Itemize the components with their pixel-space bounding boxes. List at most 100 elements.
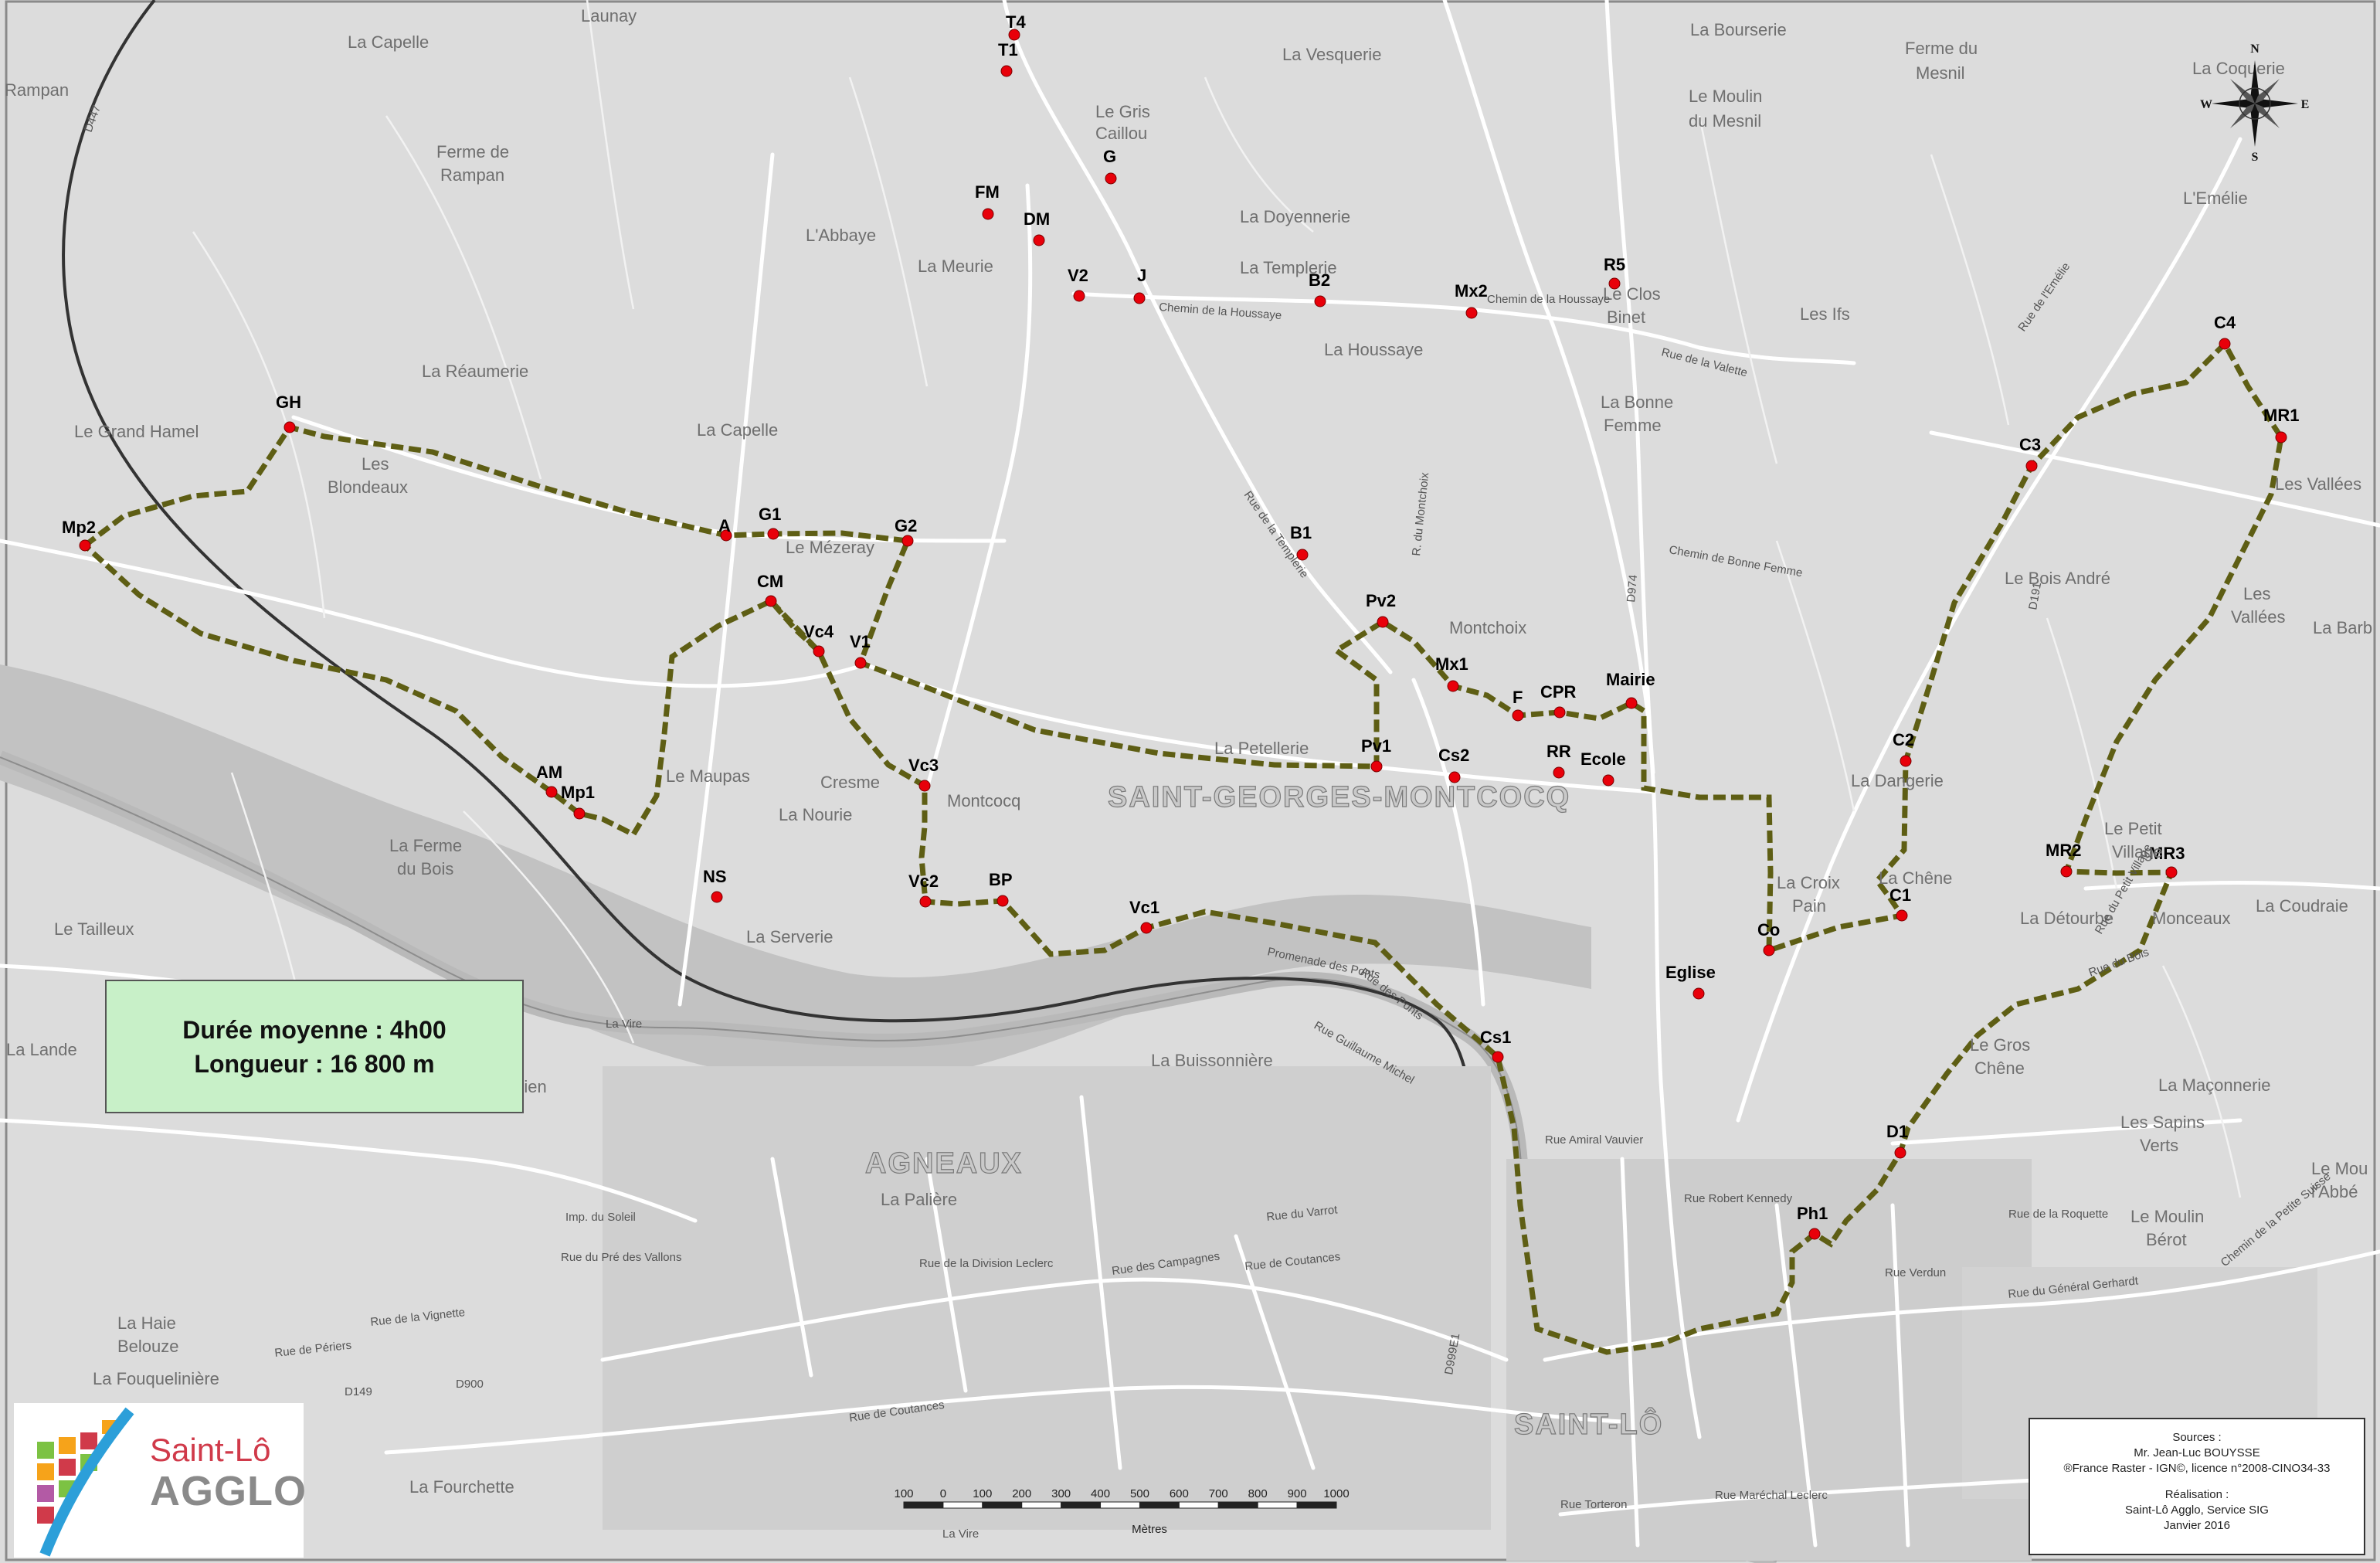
waypoint-marker-vc3[interactable] bbox=[918, 780, 931, 792]
waypoint-marker-g[interactable] bbox=[1105, 172, 1117, 185]
place-label: Launay bbox=[581, 6, 637, 25]
waypoint-marker-gh[interactable] bbox=[283, 421, 296, 433]
road-label: Rue Verdun bbox=[1885, 1266, 1946, 1279]
waypoint-marker-v1[interactable] bbox=[854, 657, 867, 669]
compass-needle-east bbox=[2255, 99, 2298, 108]
hiking-route-main-loop[interactable] bbox=[80, 339, 2284, 1355]
valley-woodland bbox=[0, 664, 1591, 1084]
waypoint-marker-c4[interactable] bbox=[2219, 338, 2231, 350]
place-label: Vallées bbox=[2231, 607, 2286, 627]
waypoint-label-b1: B1 bbox=[1290, 523, 1312, 542]
waypoint-label-fm: FM bbox=[975, 182, 1000, 202]
place-label: La Dangerie bbox=[1851, 771, 1944, 790]
waypoint-marker-vc2[interactable] bbox=[919, 895, 932, 908]
compass-needle-ne bbox=[2255, 79, 2280, 104]
waypoint-label-g1: G1 bbox=[759, 505, 781, 524]
waypoint-marker-am[interactable] bbox=[545, 786, 558, 798]
waypoint-marker-r5[interactable] bbox=[1608, 277, 1621, 290]
waypoint-marker-a[interactable] bbox=[720, 529, 732, 542]
route-length: Longueur : 16 800 m bbox=[194, 1049, 435, 1078]
scale-segment bbox=[1021, 1501, 1062, 1509]
realisation-org: Saint-Lô Agglo, Service SIG bbox=[2125, 1504, 2269, 1517]
waypoint-marker-cpr[interactable] bbox=[1553, 706, 1566, 719]
waypoint-marker-co[interactable] bbox=[1763, 944, 1775, 956]
waypoint-marker-g1[interactable] bbox=[767, 528, 779, 540]
waypoint-marker-vc1[interactable] bbox=[1140, 922, 1153, 934]
waypoint-label-j: J bbox=[1137, 266, 1146, 285]
waypoint-marker-c1[interactable] bbox=[1896, 909, 1908, 922]
waypoint-label-mp1: Mp1 bbox=[561, 783, 595, 802]
waypoint-marker-mr3[interactable] bbox=[2165, 866, 2178, 878]
road-label: D974 bbox=[1625, 574, 1640, 603]
waypoint-marker-b2[interactable] bbox=[1314, 295, 1326, 308]
waypoint-marker-f[interactable] bbox=[1512, 709, 1524, 722]
waypoint-label-d1: D1 bbox=[1886, 1122, 1908, 1141]
compass-needle-west bbox=[2212, 99, 2255, 108]
place-label: Le Tailleux bbox=[54, 919, 134, 939]
scale-segment bbox=[1257, 1501, 1298, 1509]
waypoint-marker-pv2[interactable] bbox=[1377, 616, 1389, 628]
road-label: Chemin de la Houssaye bbox=[1487, 293, 1610, 306]
hiking-route-west-branch[interactable] bbox=[769, 599, 821, 654]
scale-segment bbox=[1100, 1501, 1140, 1509]
waypoint-marker-t4[interactable] bbox=[1008, 29, 1020, 41]
waypoint-marker-mairie[interactable] bbox=[1625, 697, 1638, 709]
scale-tick-label: 500 bbox=[1130, 1487, 1149, 1500]
waypoint-marker-ns[interactable] bbox=[711, 891, 723, 903]
waypoint-marker-eglise[interactable] bbox=[1692, 987, 1705, 1000]
waypoint-marker-mx1[interactable] bbox=[1447, 680, 1459, 692]
place-label: Les Vallées bbox=[2275, 474, 2361, 494]
waypoint-marker-c2[interactable] bbox=[1900, 755, 1912, 767]
waypoint-marker-fm[interactable] bbox=[982, 208, 994, 220]
waypoint-marker-mx2[interactable] bbox=[1465, 307, 1478, 319]
waypoint-label-cpr: CPR bbox=[1540, 682, 1577, 702]
road-label: Imp. du Soleil bbox=[565, 1211, 636, 1224]
compass-rose: N S E W bbox=[2200, 42, 2309, 162]
waypoint-marker-v2[interactable] bbox=[1073, 290, 1085, 302]
waypoint-marker-pv1[interactable] bbox=[1370, 760, 1383, 773]
waypoint-label-g2: G2 bbox=[895, 516, 917, 535]
waypoint-marker-cm[interactable] bbox=[765, 595, 777, 607]
compass-ring bbox=[2239, 87, 2271, 120]
waypoint-marker-ecole[interactable] bbox=[1602, 774, 1614, 787]
waypoint-marker-vc4[interactable] bbox=[813, 645, 825, 657]
waypoint-marker-g2[interactable] bbox=[901, 535, 914, 547]
scale-tick-label: 700 bbox=[1209, 1487, 1228, 1500]
waypoint-marker-cs2[interactable] bbox=[1448, 771, 1461, 783]
waypoint-label-c2: C2 bbox=[1893, 730, 1914, 749]
compass-needle-se bbox=[2255, 104, 2280, 128]
waypoint-marker-mp1[interactable] bbox=[573, 807, 586, 820]
waypoint-label-eglise: Eglise bbox=[1665, 963, 1716, 982]
scale-tick-label: 400 bbox=[1091, 1487, 1110, 1500]
waypoint-marker-t1[interactable] bbox=[1000, 65, 1013, 77]
waypoint-marker-b1[interactable] bbox=[1296, 549, 1309, 561]
waypoint-marker-rr[interactable] bbox=[1553, 766, 1565, 779]
place-label: La Réaumerie bbox=[422, 362, 528, 381]
waypoint-marker-bp[interactable] bbox=[996, 895, 1009, 907]
waypoint-marker-ph1[interactable] bbox=[1808, 1228, 1821, 1240]
waypoint-marker-dm[interactable] bbox=[1033, 234, 1045, 246]
waypoint-label-rr: RR bbox=[1546, 742, 1571, 761]
place-label: Le Gris bbox=[1095, 102, 1150, 121]
waypoint-marker-mr1[interactable] bbox=[2275, 431, 2287, 443]
place-label: La Haie bbox=[117, 1313, 176, 1333]
waypoint-label-c4: C4 bbox=[2214, 313, 2236, 332]
waypoint-marker-c3[interactable] bbox=[2025, 460, 2038, 472]
waypoint-marker-d1[interactable] bbox=[1894, 1147, 1906, 1159]
waypoint-marker-j[interactable] bbox=[1133, 292, 1146, 304]
scale-tick-label: 100 bbox=[894, 1487, 913, 1500]
waypoint-marker-cs1[interactable] bbox=[1492, 1051, 1504, 1063]
place-label: Rampan bbox=[440, 165, 504, 185]
logo-mark-icon bbox=[37, 1407, 134, 1557]
place-label: Le Bois André bbox=[2005, 569, 2110, 588]
place-label: La Nourie bbox=[779, 805, 852, 824]
scale-segments bbox=[903, 1501, 1337, 1509]
waypoint-marker-mp2[interactable] bbox=[79, 539, 91, 552]
waypoint-marker-mr2[interactable] bbox=[2060, 865, 2073, 878]
place-label: Pain bbox=[1792, 896, 1826, 916]
